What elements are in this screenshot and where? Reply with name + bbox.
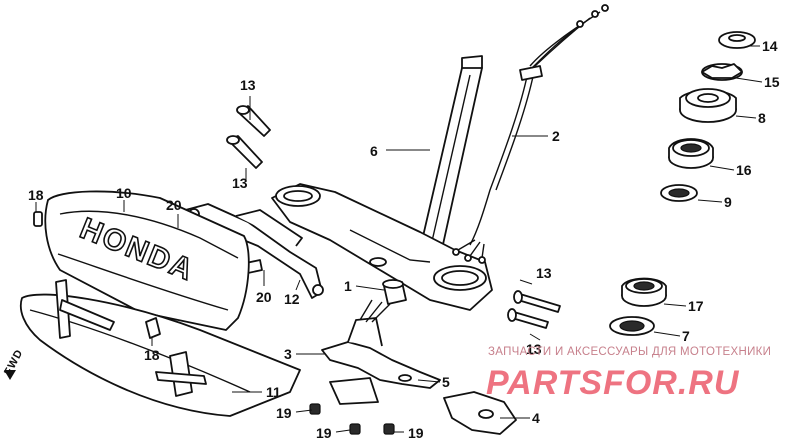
callout-15: 15	[764, 74, 780, 90]
fwd-arrow-icon	[4, 370, 16, 380]
callout-6: 6	[370, 143, 378, 159]
wire-harness	[452, 4, 609, 264]
callout-8: 8	[758, 110, 766, 126]
callout-11: 11	[266, 384, 281, 400]
callout-leaders	[35, 45, 763, 433]
callout-20-top: 20	[166, 197, 182, 213]
callout-18-bottom: 18	[144, 347, 160, 363]
small-cover	[443, 391, 517, 435]
callout-13-right-lower: 13	[526, 341, 542, 357]
screws-19	[309, 403, 395, 435]
headlight-bracket	[321, 299, 441, 405]
watermark-logo: PARTSFOR.RU	[486, 364, 740, 402]
watermark-caption: ЗАПЧАСТИ И АКСЕССУАРЫ ДЛЯ МОТОТЕХНИКИ	[488, 346, 772, 358]
lower-fork-bracket	[271, 183, 493, 311]
lower-bearing-assembly	[609, 277, 667, 336]
steering-stem	[417, 55, 483, 259]
callout-14: 14	[762, 38, 778, 54]
callout-9: 9	[724, 194, 732, 210]
stem-nut-assembly	[660, 31, 756, 202]
callout-7: 7	[682, 328, 690, 344]
callout-20-bottom: 20	[256, 289, 272, 305]
callout-17: 17	[688, 298, 704, 314]
callout-2: 2	[552, 128, 560, 144]
lower-fairing	[19, 279, 301, 417]
bolts-13	[226, 105, 561, 329]
callout-13-mid: 13	[232, 175, 248, 191]
callout-12: 12	[284, 291, 300, 307]
callout-3: 3	[284, 346, 292, 362]
callout-numbers: 6 2 14 15 8 16 9 17 7 1 3 5 4 13 13 13 1…	[28, 38, 780, 441]
clips-18	[33, 211, 161, 339]
callout-19-b: 19	[316, 425, 332, 441]
callout-18-top: 18	[28, 187, 44, 203]
callout-19-c: 19	[408, 425, 424, 441]
callout-13-top: 13	[240, 77, 256, 93]
callout-5: 5	[442, 374, 450, 390]
callout-4: 4	[532, 410, 540, 426]
callout-19-a: 19	[276, 405, 292, 421]
callout-13-right-upper: 13	[536, 265, 552, 281]
watermark-logo-text: PARTSFOR.RU	[486, 364, 740, 402]
grommet	[382, 279, 407, 305]
headlight-cover: HONDA	[44, 190, 250, 331]
callout-1: 1	[344, 278, 352, 294]
callout-10: 10	[116, 185, 132, 201]
callout-16: 16	[736, 162, 752, 178]
